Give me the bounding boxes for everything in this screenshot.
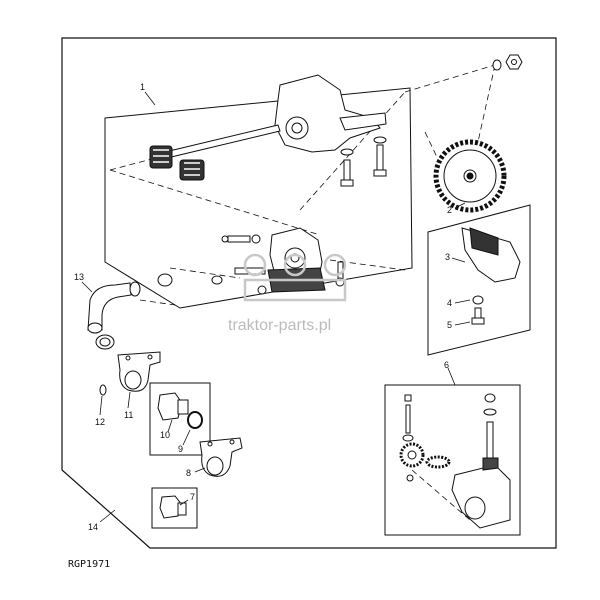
drive-gear: [433, 139, 507, 213]
diagram-border: [61, 37, 557, 549]
watermark-text: traktor-parts.pl: [228, 317, 331, 334]
oil-pump-housing: [274, 74, 387, 153]
fitting-box-upper: [149, 382, 211, 456]
callout-5: 5: [447, 320, 452, 330]
o-ring: [99, 384, 107, 396]
callout-11: 11: [124, 410, 133, 420]
callout-14: 14: [88, 522, 98, 532]
reference-code: RGP1971: [68, 559, 110, 570]
cover-washer-bolt: [471, 295, 485, 325]
hose-bracket-lower: [199, 437, 243, 477]
callout-7: 7: [190, 492, 195, 502]
callout-12: 12: [95, 417, 105, 427]
callout-8: 8: [186, 468, 191, 478]
pump-cover: [267, 227, 326, 293]
cover-detail-box: [427, 204, 531, 356]
callout-4: 4: [447, 298, 452, 308]
callout-2: 2: [447, 205, 452, 215]
callout-3: 3: [445, 252, 450, 262]
cover-plate: [461, 227, 521, 283]
fitting-box-lower: [151, 487, 198, 529]
callout-labels: 1 2 3 4 5 6 7 8 9 10 11 12 13 14: [74, 82, 452, 532]
callout-6: 6: [444, 360, 449, 370]
hose-bracket-upper: [117, 351, 161, 392]
gear-nut: [492, 54, 523, 71]
callout-13: 13: [74, 272, 84, 282]
driven-gear: [179, 159, 205, 181]
leader-lines: [81, 91, 471, 523]
callout-9: 9: [178, 444, 183, 454]
callout-1: 1: [140, 82, 145, 92]
repair-kit-parts: [399, 393, 511, 529]
oil-hose: [87, 281, 141, 350]
callout-10: 10: [160, 430, 170, 440]
drive-shaft: [149, 124, 281, 169]
watermark-logo: [243, 253, 347, 302]
repair-kit-box: [384, 384, 521, 536]
housing-bolts: [340, 136, 387, 187]
